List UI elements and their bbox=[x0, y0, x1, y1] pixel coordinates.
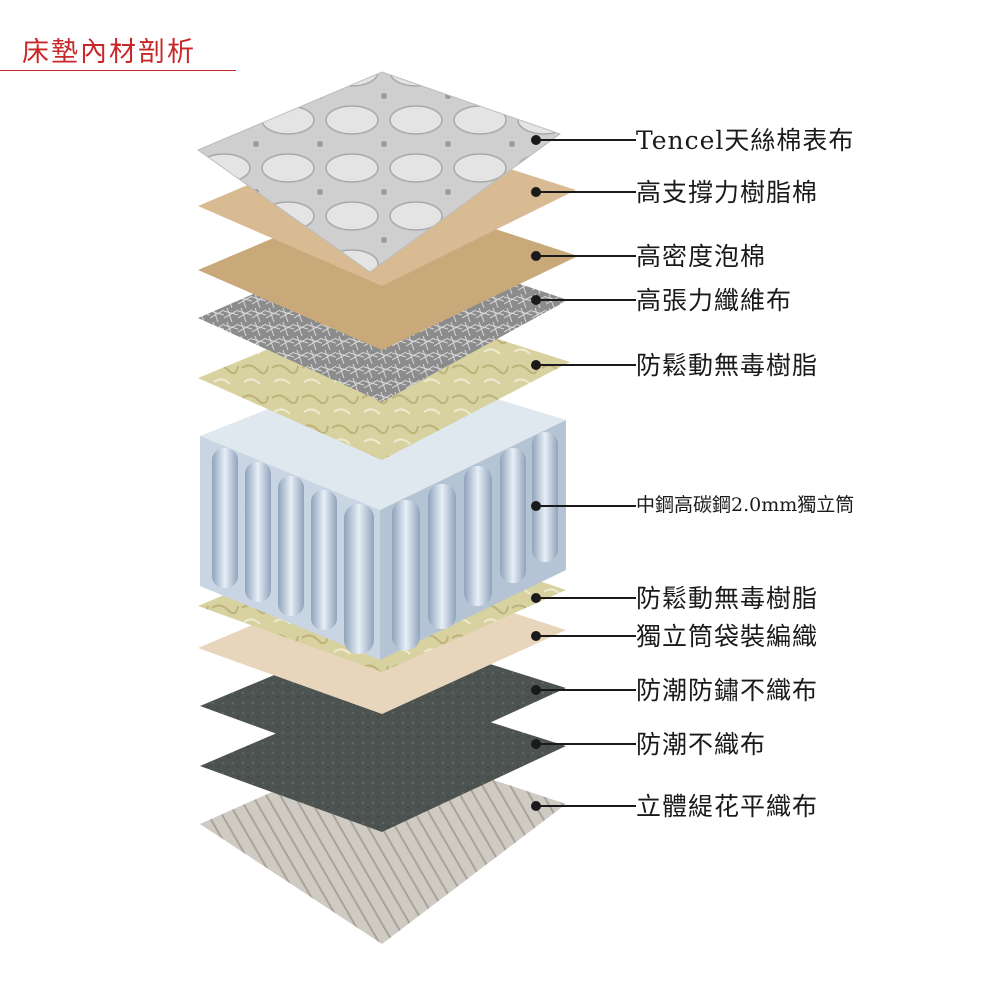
title-underline bbox=[0, 70, 236, 71]
label-resin-upper: 防鬆動無毒樹脂 bbox=[636, 351, 819, 380]
coil-row-left bbox=[212, 448, 374, 654]
page-title: 床墊內材剖析 bbox=[22, 37, 196, 68]
label-fiber-cloth: 高張力纖維布 bbox=[636, 286, 793, 315]
label-tencel-fabric: Tencel天絲棉表布 bbox=[636, 126, 855, 155]
label-jacquard-fabric: 立體緹花平織布 bbox=[636, 792, 819, 821]
label-density-foam: 高密度泡棉 bbox=[636, 242, 767, 271]
coil-row-right bbox=[392, 432, 558, 650]
label-moisture-nonwoven: 防潮不織布 bbox=[636, 730, 767, 759]
label-resin-cotton: 高支撐力樹脂棉 bbox=[636, 178, 819, 207]
layer-tencel-fabric bbox=[196, 71, 562, 273]
label-pocket-spring: 中鋼高碳鋼2.0mm獨立筒 bbox=[636, 494, 855, 516]
leader-lines bbox=[531, 135, 636, 811]
label-resin-lower: 防鬆動無毒樹脂 bbox=[636, 584, 819, 613]
label-moisture-rust-nonwoven: 防潮防鏽不織布 bbox=[636, 676, 819, 705]
label-pocket-weave: 獨立筒袋裝編織 bbox=[636, 622, 819, 651]
